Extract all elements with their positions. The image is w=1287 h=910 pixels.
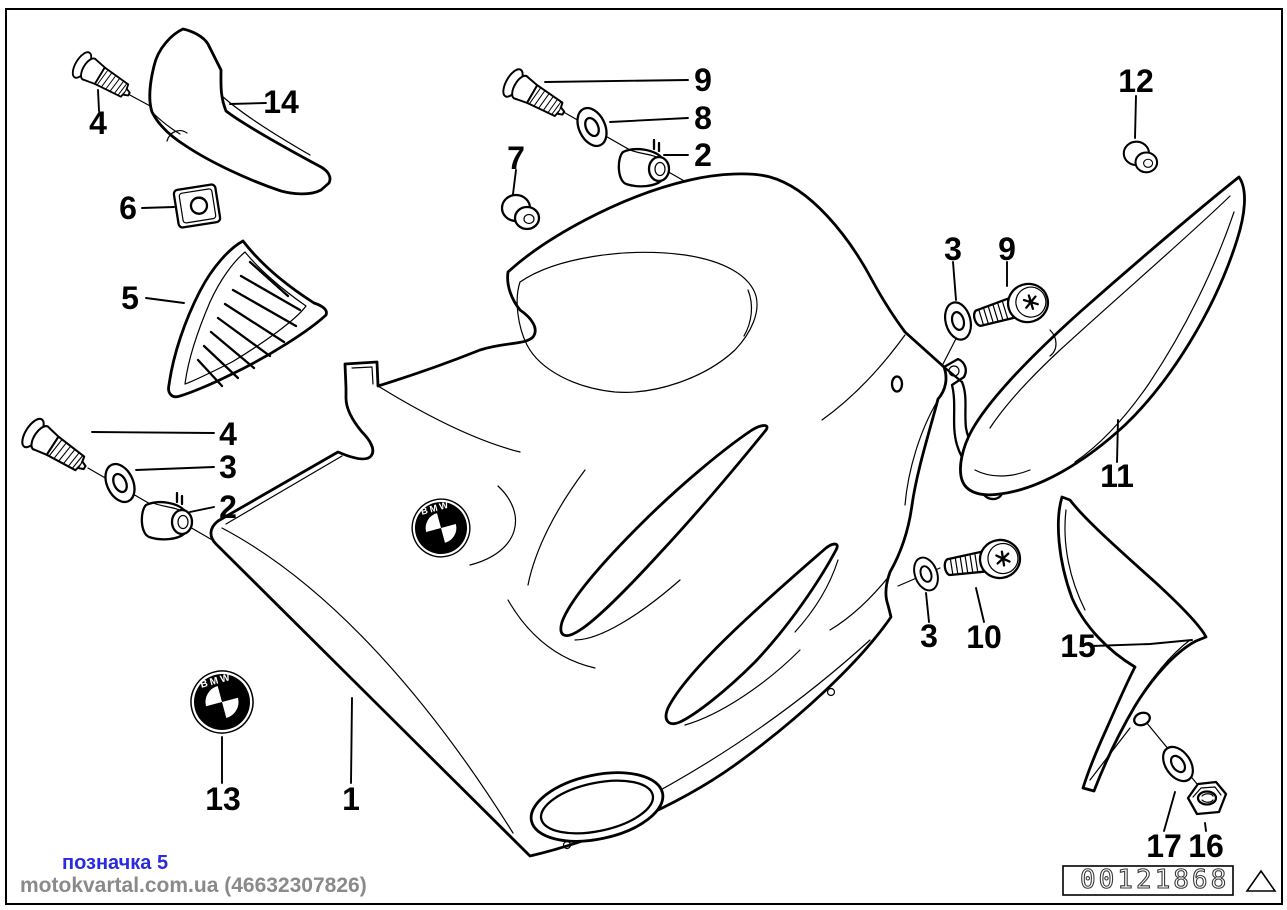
watermark-site: motokvartal.com.ua (46632307826) <box>20 874 367 897</box>
callout-13: 13 <box>205 781 241 817</box>
plate-box: 00121868 <box>1062 864 1277 896</box>
part-3-washer-left <box>98 458 142 508</box>
callout-9-right: 9 <box>998 231 1016 267</box>
part-5-grille <box>167 239 328 399</box>
image-border <box>5 8 1283 905</box>
part-16-hex-nut <box>1186 780 1228 816</box>
part-10-torx-screw <box>940 535 1024 588</box>
watermark-note: позначка 5 <box>62 852 168 874</box>
part-13-bmw-roundel: BMW <box>183 663 261 741</box>
part-6-clip-plate <box>172 183 222 229</box>
part-11-side-trim <box>959 175 1246 497</box>
callout-3-left: 3 <box>219 449 237 485</box>
part-1-fairing-panel <box>209 172 1005 858</box>
callout-11: 11 <box>1100 458 1134 494</box>
callout-4-left: 4 <box>219 416 237 452</box>
part-2-clipnut-top <box>617 138 671 188</box>
callout-7: 7 <box>507 140 525 176</box>
callout-5: 5 <box>121 280 139 316</box>
callout-8: 8 <box>694 100 712 136</box>
plate-number: 00121868 <box>1080 865 1229 895</box>
part-2-clipnut-left <box>140 491 194 541</box>
watermark: позначка 5 motokvartal.com.ua (466323078… <box>20 852 367 897</box>
part-17-washer <box>1155 740 1201 788</box>
part-4-bolt-left <box>17 414 95 482</box>
callout-4-top: 4 <box>89 105 107 141</box>
callout-9-top: 9 <box>694 62 712 98</box>
callout-16: 16 <box>1188 828 1224 864</box>
callout-12: 12 <box>1118 63 1154 99</box>
part-4-bolt-top <box>68 48 138 107</box>
callout-17: 17 <box>1146 828 1182 864</box>
callout-6: 6 <box>119 190 137 226</box>
callout-labels: 4 14 6 5 7 9 8 2 12 3 9 11 4 3 2 3 10 15… <box>89 62 1224 864</box>
callout-3-right: 3 <box>944 231 962 267</box>
part-9-bolt-top <box>498 65 573 127</box>
part-8-washer <box>570 102 614 152</box>
leader-lines <box>91 79 1207 832</box>
part-9-torx-screw <box>967 277 1054 339</box>
triangle-outline-icon <box>1245 869 1277 892</box>
callout-2-left: 2 <box>219 489 237 525</box>
callout-3-mid: 3 <box>920 618 938 654</box>
callout-10: 10 <box>966 619 1002 655</box>
part-3-washer-mid <box>908 553 944 595</box>
part-7-grommet <box>500 193 541 231</box>
callout-14: 14 <box>263 84 299 120</box>
callout-2-top: 2 <box>694 137 712 173</box>
part-3-washer-right <box>940 298 976 344</box>
callout-15: 15 <box>1060 628 1096 664</box>
bmw-roundel-on-fairing: BMW <box>404 491 478 565</box>
callout-1: 1 <box>342 781 360 817</box>
part-14-bracket <box>148 27 332 196</box>
part-12-grommet <box>1122 140 1159 174</box>
